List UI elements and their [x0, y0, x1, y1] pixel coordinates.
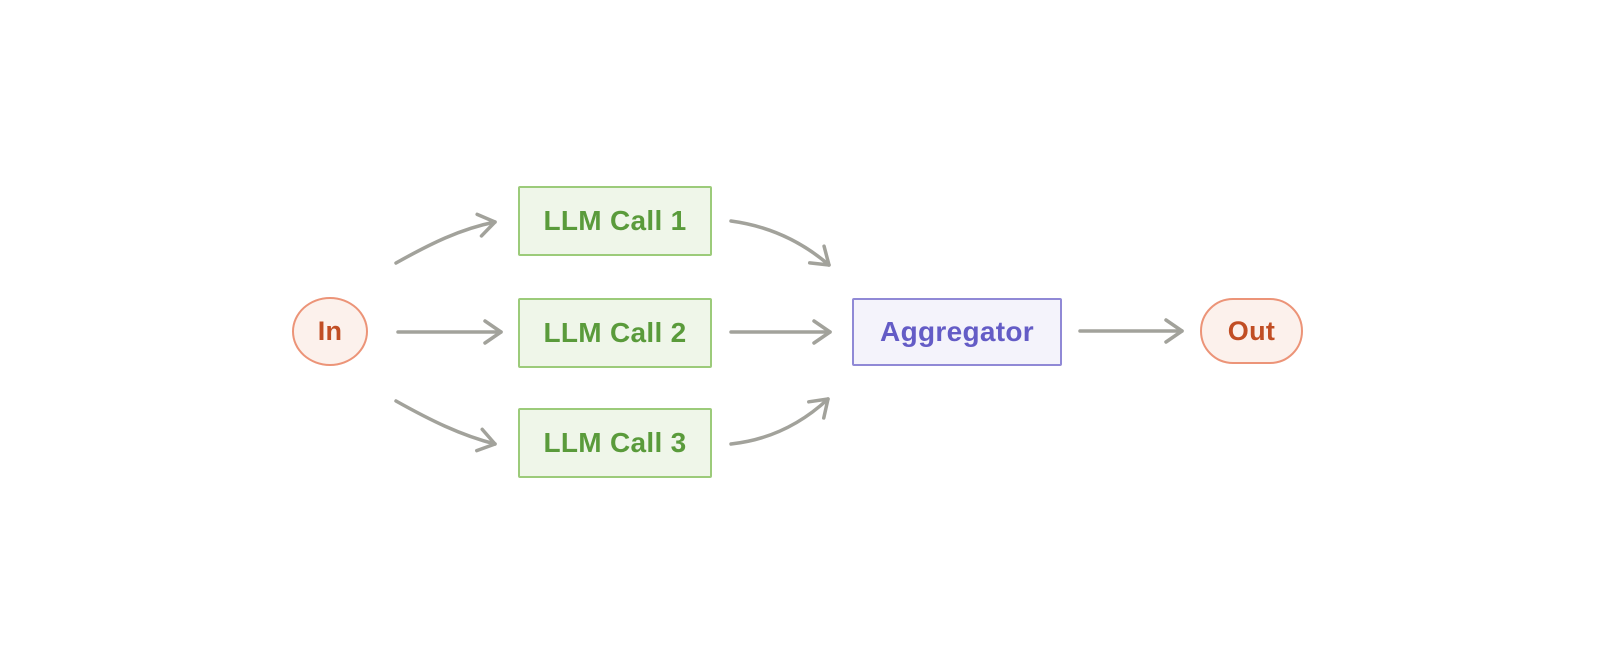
llm-call-2-node: LLM Call 2 [518, 298, 712, 368]
input-node-label: In [317, 316, 343, 346]
aggregator-node: Aggregator [852, 298, 1062, 366]
input-node: In [292, 297, 368, 366]
aggregator-node-label: Aggregator [880, 316, 1034, 347]
output-node: Out [1200, 298, 1303, 364]
arrow-llm-call-3-to-aggregator [729, 397, 830, 446]
llm-call-2-label: LLM Call 2 [543, 317, 687, 348]
output-node-label: Out [1227, 315, 1276, 346]
llm-call-3-label: LLM Call 3 [543, 427, 687, 458]
arrow-in-to-llm-call-1 [394, 212, 497, 265]
arrow-llm-call-1-to-aggregator [729, 219, 831, 267]
llm-call-3-node: LLM Call 3 [518, 408, 712, 478]
arrow-in-to-llm-call-3 [394, 399, 497, 453]
llm-call-1-node: LLM Call 1 [518, 186, 712, 256]
llm-call-1-label: LLM Call 1 [543, 205, 687, 236]
